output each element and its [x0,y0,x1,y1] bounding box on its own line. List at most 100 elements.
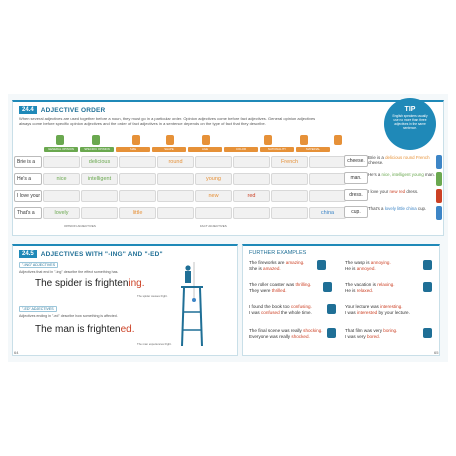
category-specific-opinion: SPECIFIC OPINION [80,147,114,152]
example-text: He is [345,287,357,293]
example-text: The final scene was really [249,328,304,333]
example-highlight: shocking. [303,328,323,333]
example-text: I was very [345,333,367,339]
category-general-opinion: GENERAL OPINION [44,147,78,152]
example-highlight: thrilled. [271,287,287,293]
table-cell [119,190,156,202]
tip-bubble: TIP English speakers usually use no more… [384,98,436,150]
example-text: The vacation is [345,282,378,287]
example-sentence: He's a nice, intelligent young man. [368,172,442,189]
fireworks-person-icon [317,260,326,270]
table-cell [81,190,118,202]
category-icons [48,135,368,147]
further-example: The roller coaster was thrilling. They w… [249,282,341,294]
ed-caption: The man experiences fright. [137,342,172,346]
ing-subhead: "-ING" ADJECTIVES [19,262,59,268]
shocked-audience-icon [327,328,336,338]
example-text: the whole time. [279,309,312,315]
table-cell: red [233,190,270,202]
example-highlight: thrilling. [295,282,312,287]
ed-description: Adjectives ending in "-ed" describe how … [19,314,118,318]
table-cell [309,156,346,168]
row-lead: I love your [14,190,42,202]
table-cell [271,173,308,185]
table-cell [195,207,232,219]
table-row: I love your new red dress. [14,189,368,203]
table-cell [43,190,80,202]
category-headers: GENERAL OPINION SPECIFIC OPINION SIZE SH… [44,147,330,152]
section-header: 24.4 ADJECTIVE ORDER [19,106,105,114]
example-text: That's a [368,206,385,211]
section-intro: When several adjectives are used togethe… [19,116,316,127]
table-cell [309,173,346,185]
example-highlight: shocked. [291,333,310,339]
example-text: The fireworks are [249,260,286,265]
row-noun: cheese. [344,155,368,167]
table-cell [81,207,118,219]
example-highlight: nice, intelligent young [381,172,424,177]
page-number-right: 65 [434,350,439,355]
ing-description: Adjectives that end in "-ing" describe t… [19,270,119,274]
example-suffix: ed. [120,324,135,335]
example-text: man. [423,172,435,177]
fact-adjectives-label: FACT ADJECTIVES [200,224,227,228]
row-lead: He's a [14,173,42,185]
row-noun: dress. [344,189,368,201]
example-highlight: interesting. [380,304,403,309]
further-example: The wasp is annoying. He is annoyed. [345,260,437,272]
example-text: Your lecture was [345,304,381,309]
section-header: 24.5 ADJECTIVES WITH "-ING" AND "-ED" [19,250,163,258]
example-text: He is [345,265,357,271]
table-cell [309,190,346,202]
table-cell [271,207,308,219]
example-highlight: amazing. [285,260,305,265]
example-text: The spider is frighten [35,278,129,289]
example-text: The roller coaster was [249,282,296,287]
table-cell: little [119,207,156,219]
table-cell: nice [43,173,80,185]
ing-caption: The spider causes fright. [137,294,168,298]
example-highlight: amazed. [263,265,281,271]
table-cell [119,156,156,168]
opinion-adjectives-label: OPINION ADJECTIVES [64,224,96,228]
category-age: AGE [188,147,222,152]
row-lead: That's a [14,207,42,219]
bored-person-icon [423,328,432,338]
section-title: ADJECTIVE ORDER [40,106,106,114]
thumbs-up-icon [56,135,64,145]
section-number: 24.4 [19,106,37,114]
table-cell [233,173,270,185]
table-cell: china [309,207,346,219]
table-row: That's a lovely little china cup. [14,206,368,220]
row-noun: man. [344,172,368,184]
thumbs-up-icon [92,135,100,145]
example-text: I was [249,309,261,315]
person-figure-icon [436,172,442,186]
row-noun: cup. [344,206,368,218]
example-highlight: interested [357,309,378,315]
example-text: cheese. [368,160,384,166]
color-icon [264,135,272,145]
page-number-left: 64 [14,350,19,355]
example-highlight: lovely little china [384,206,417,211]
category-shape: SHAPE [152,147,186,152]
sunbathing-person-icon [423,282,432,292]
table-cell: round [157,156,194,168]
cup-icon [436,206,442,220]
example-highlight: boring. [383,328,398,333]
category-size: SIZE [116,147,150,152]
shape-icon [166,135,174,145]
table-cell [157,173,194,185]
example-sentence: Brie is a delicious round French cheese. [368,155,442,172]
further-example: I found the book too confusing. I was co… [249,304,341,316]
ed-example: The man is frightened. [35,324,135,335]
example-column: Brie is a delicious round French cheese.… [368,155,442,223]
section-number: 24.5 [19,250,37,258]
section-title: ADJECTIVES WITH "-ING" AND "-ED" [40,250,163,258]
example-text: The man is frighten [35,324,121,335]
further-examples-title: FURTHER EXAMPLES [249,250,307,256]
material-icon [334,135,342,145]
table-cell [43,156,80,168]
age-icon [202,135,210,145]
example-highlight: relaxing. [377,282,395,287]
